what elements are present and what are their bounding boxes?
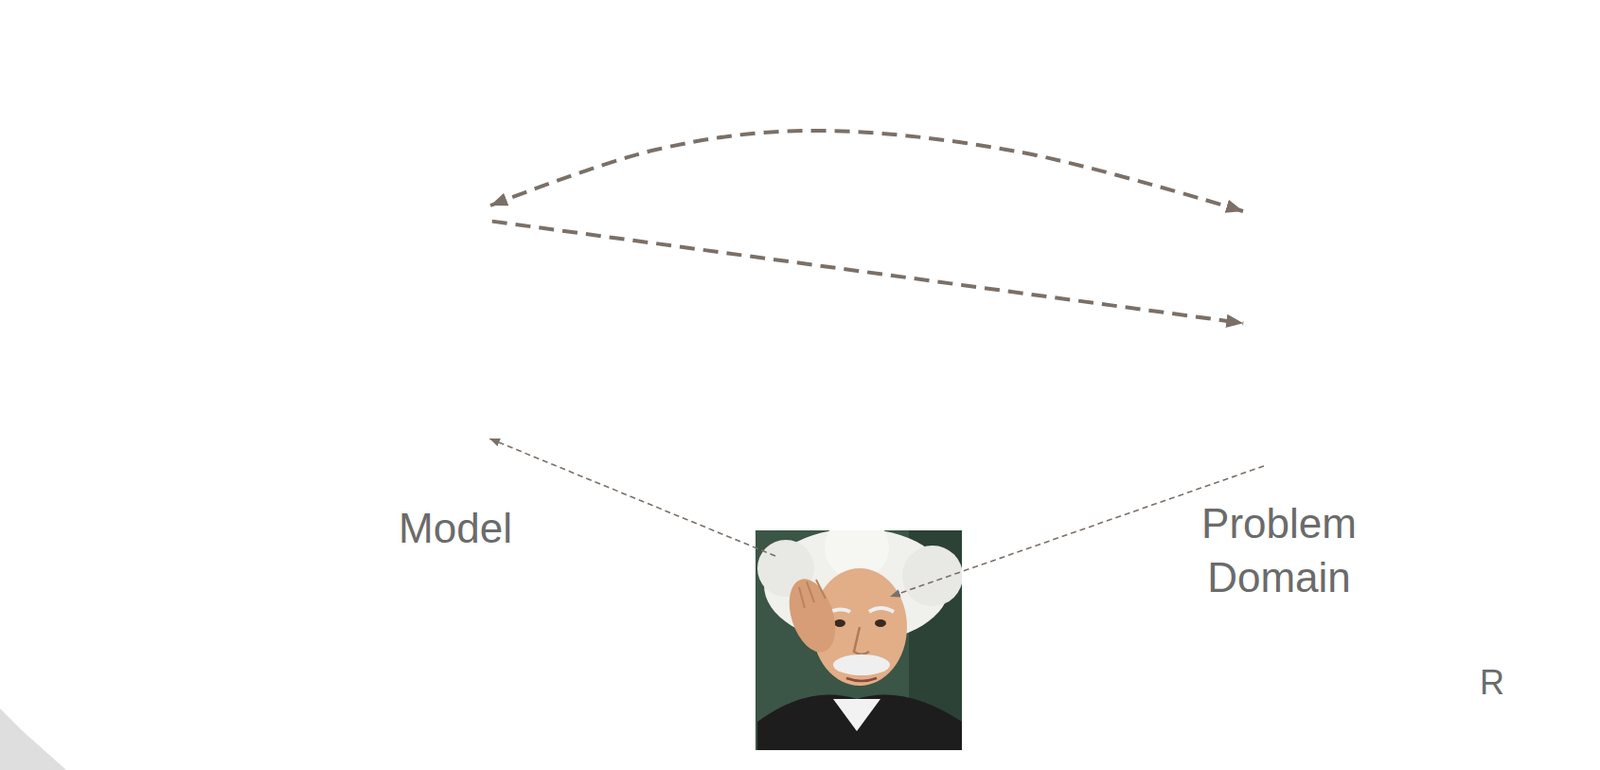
mapping-arrow [492,221,1245,324]
hair [902,545,962,606]
leader-line [489,438,776,556]
shape-label: Problem Domain [1201,496,1357,605]
element-dot [1248,306,1289,347]
suit [757,693,962,750]
shape-label: Model [398,500,513,555]
domain-ellipse: Problem Domain [1190,79,1361,463]
domain-ellipse-outline [1190,79,1361,463]
photo-background [755,530,962,750]
mustache [833,654,890,676]
model-shape-outline [395,93,543,434]
region-outline [12,12,1597,765]
mapping-arrow [490,130,1244,212]
photo-shadow [908,530,962,750]
eyebrow [869,607,894,612]
corner-decoration [0,708,67,770]
region-box: ModelProblem DomainR [10,10,1598,765]
element-dot [1248,194,1289,234]
eye [834,619,846,627]
domain-outline [1191,81,1359,461]
hair [824,530,889,580]
face [812,568,907,686]
element-dot [447,194,488,234]
hand [781,572,845,658]
region-box-outline [10,10,1598,765]
fingers [799,579,826,608]
eye [874,619,887,627]
model-shape: Model [395,93,543,434]
mouth [846,677,877,681]
model-outline [399,96,537,432]
eyebrow [825,608,851,614]
nose [853,626,870,655]
collar [833,698,881,731]
portrait-photo [755,530,962,750]
shape-label: R [1479,660,1505,706]
element-dot [447,306,488,347]
hair [757,539,815,597]
hair [764,530,950,642]
